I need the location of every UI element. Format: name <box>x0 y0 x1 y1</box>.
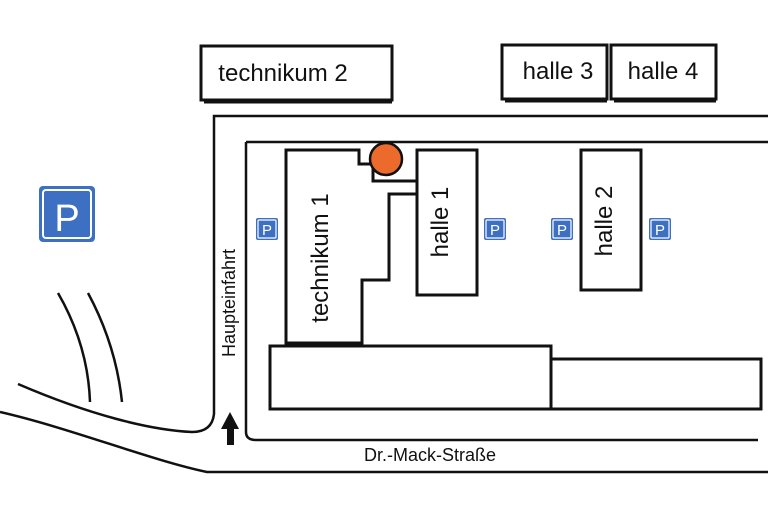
technikum-2-label: technikum 2 <box>218 60 347 87</box>
parking-letter: P <box>557 222 567 239</box>
street-label: Dr.-Mack-Straße <box>364 445 496 465</box>
building-halle-4: halle 4 <box>609 43 718 103</box>
parking-sign-icon: P <box>649 218 671 240</box>
halle-1-label: halle 1 <box>427 187 454 258</box>
building-halle-1: halle 1 <box>415 148 479 297</box>
parking-sign-icon: P <box>39 186 95 242</box>
parking-letter: P <box>490 222 500 239</box>
halle-4-label: halle 4 <box>628 58 699 85</box>
parking-sign-icon: P <box>256 218 278 240</box>
building-halle-2: halle 2 <box>579 148 643 292</box>
building-technikum-1: technikum 1 <box>284 148 419 345</box>
parking-letter: P <box>655 222 665 239</box>
building-halle-3: halle 3 <box>500 43 609 103</box>
main-entrance-label: Haupteinfahrt <box>219 249 239 357</box>
parking-sign-icon: P <box>551 218 573 240</box>
building-technikum-2: technikum 2 <box>199 44 394 104</box>
technikum-1-label: technikum 1 <box>307 193 334 322</box>
building-bottom-right <box>549 357 763 411</box>
parking-letter: P <box>54 198 79 240</box>
location-marker-icon <box>368 141 404 177</box>
parking-letter: P <box>262 222 272 239</box>
halle-2-label: halle 2 <box>591 186 618 257</box>
road-network <box>0 114 768 474</box>
arrow-up-icon <box>221 412 239 445</box>
halle-3-label: halle 3 <box>523 58 594 85</box>
building-bottom-left <box>268 344 553 411</box>
parking-sign-icon: P <box>484 218 506 240</box>
